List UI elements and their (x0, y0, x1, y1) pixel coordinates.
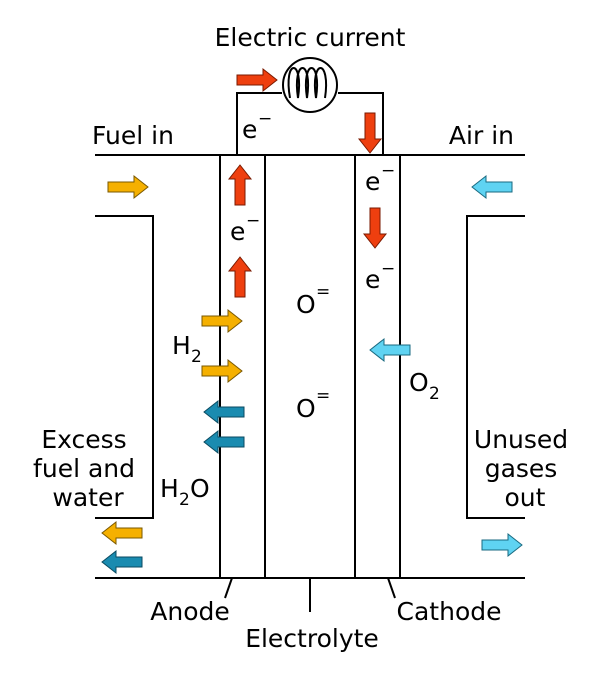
load-coil-icon (282, 57, 338, 113)
unused-gas-out-arrow (481, 533, 523, 557)
electron-arrow-circuit (236, 68, 278, 92)
cathode-pointer (387, 577, 396, 599)
water-out-arrow (101, 550, 143, 574)
electric-current-label: Electric current (215, 23, 406, 52)
svg-text:O: O (296, 394, 316, 423)
electron-symbol-cathode-1: e − (365, 161, 395, 196)
svg-text:e: e (365, 265, 380, 294)
h2o-arrow-1 (203, 400, 245, 424)
o2-arrow (369, 338, 411, 362)
svg-text:2: 2 (429, 384, 440, 404)
h2-arrow-2 (201, 359, 243, 383)
electron-symbol-anode: e − (230, 211, 260, 246)
oxygen-label: O 2 (409, 368, 440, 404)
water-label: H 2 O (160, 474, 210, 510)
electron-symbol-cathode-2: e − (365, 259, 395, 294)
svg-text:2: 2 (191, 347, 202, 367)
air-baffle (466, 215, 525, 519)
electron-arrow-cathode-down (363, 207, 387, 249)
fuel-in-label: Fuel in (92, 121, 174, 150)
external-circuit-wire (236, 92, 282, 155)
svg-text:e: e (230, 217, 245, 246)
svg-text:H: H (160, 474, 179, 503)
hydrogen-label: H 2 (172, 331, 202, 367)
air-in-arrow (471, 175, 513, 199)
electron-arrow-cathode-in (358, 112, 382, 154)
svg-text:H: H (172, 331, 191, 360)
electron-arrow-anode-up-2 (228, 256, 252, 298)
svg-text:−: − (381, 259, 395, 279)
electron-arrow-anode-up-1 (228, 164, 252, 206)
svg-text:O: O (409, 368, 429, 397)
cathode-label: Cathode (397, 597, 502, 626)
svg-text:2: 2 (179, 490, 190, 510)
oxide-ion-1: O = (296, 282, 330, 319)
external-circuit-wire-right (338, 92, 384, 155)
svg-text:O: O (296, 290, 316, 319)
air-arrows (369, 175, 523, 557)
electrolyte-label: Electrolyte (245, 624, 379, 653)
electron-symbol-circuit: e − (242, 109, 272, 144)
fuel-baffle (95, 215, 154, 519)
svg-text:−: − (258, 109, 272, 129)
electrolyte-layer (264, 154, 356, 579)
cathode-layer (354, 154, 401, 579)
svg-text:O: O (190, 474, 210, 503)
svg-text:−: − (246, 211, 260, 231)
h2-arrow-1 (201, 309, 243, 333)
excess-fuel-out-arrow (101, 521, 143, 545)
excess-fuel-water-label: Excess fuel and water (33, 425, 143, 512)
svg-text:e: e (365, 167, 380, 196)
unused-gases-out-label: Unused gases out (474, 425, 576, 512)
svg-text:e: e (242, 115, 257, 144)
svg-text:−: − (381, 161, 395, 181)
svg-text:=: = (316, 282, 330, 302)
oxide-ion-2: O = (296, 386, 330, 423)
anode-label: Anode (150, 597, 230, 626)
electron-flow-arrows (228, 68, 387, 298)
h2o-arrow-2 (203, 430, 245, 454)
svg-text:=: = (316, 386, 330, 406)
anode-pointer (224, 577, 233, 599)
air-in-label: Air in (449, 121, 514, 150)
fuel-in-arrow (107, 175, 149, 199)
